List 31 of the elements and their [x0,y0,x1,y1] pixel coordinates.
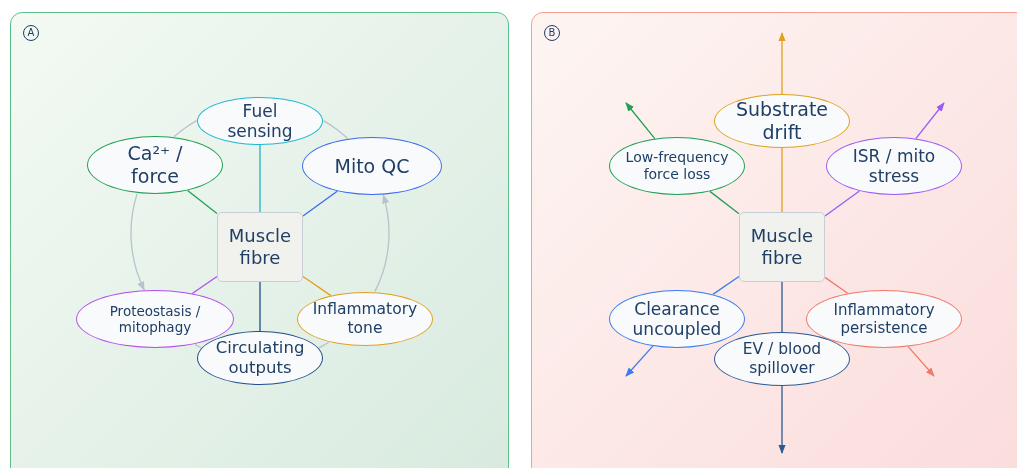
outward-arrow [778,32,786,95]
ellipse-node: Substrate drift [714,94,850,148]
ellipse-node: Fuel sensing [197,97,323,145]
connector-line [186,189,218,215]
ellipse-node: Mito QC [302,137,442,195]
cycle-arc [374,194,390,293]
ellipse-node: ISR / mito stress [826,137,962,195]
ellipse-node: Ca²⁺ / force [87,136,223,194]
panel-background [531,12,1017,468]
outward-arrow [778,385,786,454]
connector-line [302,190,338,217]
cycle-arc [130,193,145,291]
connector-line [259,144,261,213]
connector-line [259,281,261,332]
connector-line [781,281,783,333]
connector-line [709,190,740,215]
connector-line [302,275,332,297]
ellipse-node: Circulating outputs [197,331,323,385]
cycle-arc [173,119,198,138]
connector-line [712,275,740,295]
connector-line [824,276,849,294]
connector-line [781,147,783,213]
center-box: Muscle fibre [217,212,303,282]
panel-background [10,12,509,468]
cycle-arc [194,343,202,349]
connector-line [824,190,861,217]
ellipse-node: Low-frequency force loss [609,137,745,195]
center-box: Muscle fibre [739,212,825,282]
connector-line [191,275,218,295]
ellipse-node: Clearance uncoupled [609,290,745,348]
cycle-arc [318,341,330,349]
